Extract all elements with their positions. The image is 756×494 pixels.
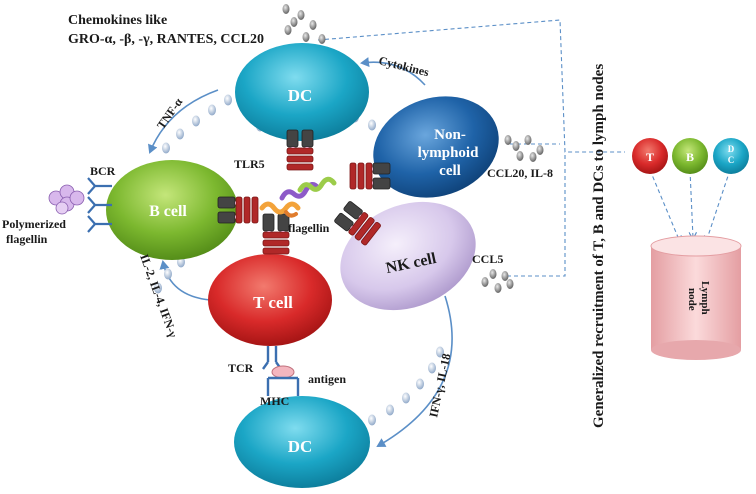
mini-dc-label-2: C [728,155,735,165]
tlr5-receptor-icon [349,162,391,190]
bcr-label: BCR [90,164,116,178]
chemokine-molecule-icon [290,17,298,27]
chemokine-molecule-icon [506,279,514,289]
flagellin-molecule-icon [259,176,337,218]
mini-b-label: B [686,150,694,164]
ccl5-label: CCL5 [472,252,503,266]
cytokine-molecule-icon [368,414,376,426]
chemokine-molecule-icon [302,32,310,42]
cytokine-molecule-icon [428,362,436,374]
cytokine-molecule-icon [154,282,162,294]
ccl20-il8-label: CCL20, IL-8 [487,166,553,180]
tcr-mhc-complex [262,346,300,396]
chemokine-molecule-icon [481,277,489,287]
lymph-node-label-2: node [686,288,698,311]
chemokine-molecule-icon [536,145,544,155]
cytokine-molecule-icon [208,104,216,116]
cytokine-molecule-icon [164,268,172,280]
il-b-t-label: IL-2, IL-4, IFN-γ [137,252,180,339]
nonlymphoid-label-3: cell [439,163,461,179]
chemokine-molecule-icon [282,4,290,14]
mini-t-label: T [646,150,654,164]
cytokine-molecule-icon [224,94,232,106]
chemokines-line-1: Chemokines like [68,13,167,28]
nonlymphoid-label-2: lymphoid [418,145,480,161]
chemokine-molecule-icon [494,283,502,293]
chemokine-molecule-icon [524,135,532,145]
cytokine-molecule-icon [176,128,184,140]
antigen-label: antigen [308,372,346,386]
mini-b-cell [672,138,708,174]
tlr5-receptor-icon [286,129,314,171]
polymerized-flagellin-icon [48,184,85,215]
cytokine-molecule-icon [416,378,424,390]
b-cell [106,160,238,260]
tlr5-receptor-icon [334,201,381,246]
cytokine-molecule-icon [162,142,170,154]
mini-t-cell [632,138,668,174]
polymerized-label-2: flagellin [6,232,48,246]
tlr5-receptor-icon [217,196,259,224]
chemokine-molecule-icon [309,20,317,30]
chemokine-molecule-icon [501,271,509,281]
cytokine-molecule-icon [402,392,410,404]
flagellin-label: flagellin [288,221,330,235]
tlr5-receptor-icon [262,213,290,255]
ifn-il18-label: IFN-γ, IL-18 [426,352,453,418]
lymph-node-cylinder [650,235,742,360]
mhc-label: MHC [260,394,289,408]
cytokine-molecule-icon [386,404,394,416]
dc-top-label: DC [288,86,313,105]
bcr-receptors [87,177,112,233]
tcr-label: TCR [228,361,254,375]
signal-arrows [148,57,453,448]
chemokines-line-2: GRO-α, -β, -γ, RANTES, CCL20 [68,32,264,47]
cytokine-molecule-icon [368,119,376,131]
antigen-icon [271,365,295,379]
chemokine-molecule-icon [297,10,305,20]
cytokine-molecule-icon [192,115,200,127]
lymph-node-label-1: Lymph [699,281,711,315]
dc-bottom-label: DC [288,437,313,456]
chemokine-molecule-icon [504,135,512,145]
cytokine-molecule-icon [436,346,444,358]
tlr5-label: TLR5 [234,157,265,171]
chemokine-molecule-icon [318,34,326,44]
chemokine-molecule-icon [284,25,292,35]
dc-top-cell [235,43,369,141]
tlr5-receptors [217,129,391,255]
b-cell-label: B cell [149,203,187,220]
nonlymphoid-cell [373,96,499,198]
mini-dc-cell [713,138,749,174]
chemokine-molecule-icon [512,141,520,151]
tnf-label: TNF-α [154,95,186,132]
mini-dc-label-1: D [728,144,735,154]
dc-bottom-cell [234,396,370,488]
cytokines-label: Cytokines [377,53,431,79]
nonlymphoid-label-1: Non- [434,127,466,143]
recruitment-label: Generalized recruitment of T, B and DCs … [591,64,607,428]
t-cell [208,254,332,346]
t-cell-label: T cell [253,293,293,312]
chemokine-molecule-icon [516,151,524,161]
polymerized-label-1: Polymerized [2,217,66,231]
chemokine-molecule-icon [489,269,497,279]
chemokine-molecule-icon [529,152,537,162]
